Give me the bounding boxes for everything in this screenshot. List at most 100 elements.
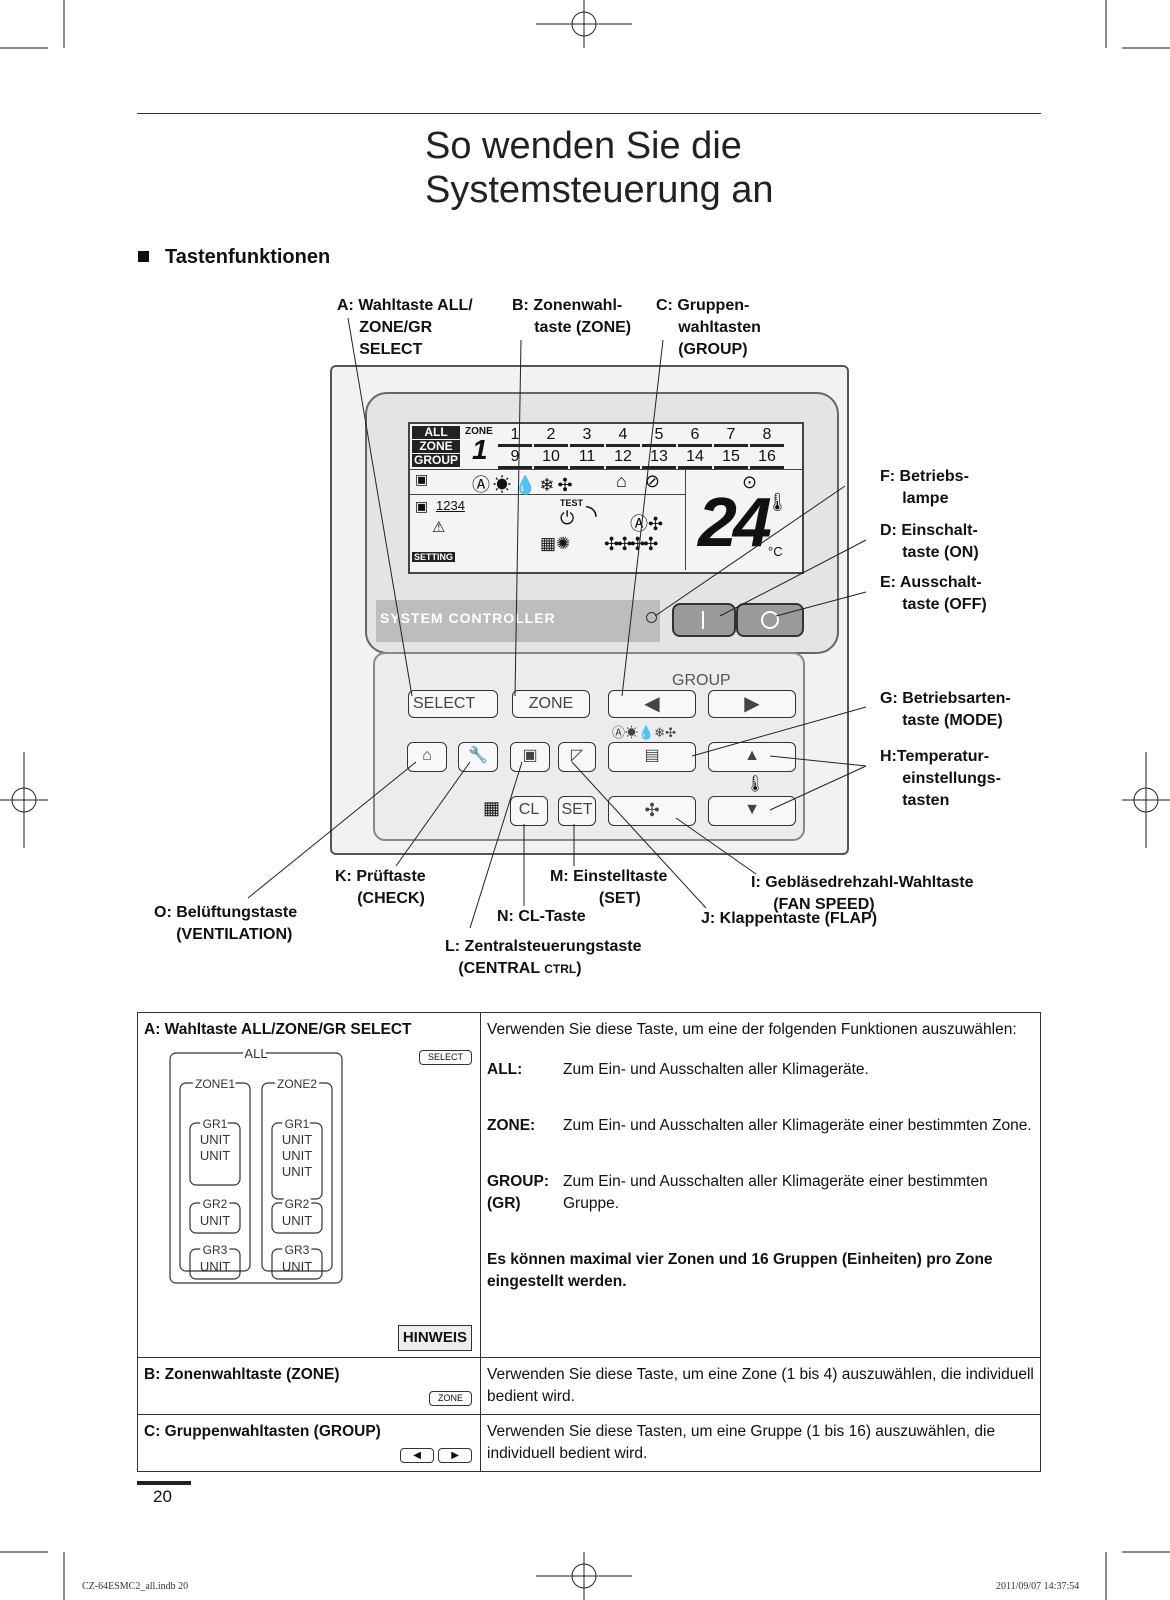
item-value: Zum Ein- und Ausschalten aller Klimagerä…: [563, 1117, 1032, 1134]
lcd-thermometer-icon: 🌡: [766, 492, 789, 512]
brand-label: SYSTEM CONTROLLER: [380, 610, 556, 626]
diagram-unit: UNIT: [200, 1213, 230, 1228]
lcd-group-number: 11: [570, 448, 604, 469]
bullet-square-icon: [138, 251, 149, 262]
temp-down-button[interactable]: ▼: [708, 796, 796, 826]
footer-timestamp: 2011/09/07 14:37:54: [996, 1581, 1080, 1592]
page-number: 20: [153, 1487, 172, 1506]
fan-speed-button[interactable]: ✣: [608, 796, 696, 826]
row-a-title: A: Wahltaste ALL/ZONE/GR SELECT: [144, 1021, 412, 1038]
page-title: So wenden Sie die Systemsteuerung an: [425, 124, 774, 212]
zone-group-diagram: ALL ZONE1 ZONE2 GR1 UNIT UNIT GR2 UNIT G…: [169, 1043, 343, 1284]
lcd-group-number: 14: [678, 448, 712, 469]
lcd-warning-icon: ⚠: [432, 519, 446, 536]
row-a-desc-cell: Verwenden Sie diese Taste, um eine der f…: [480, 1012, 1041, 1358]
off-button[interactable]: [736, 603, 804, 637]
lcd-filter-icon: ▦✺: [540, 534, 571, 553]
lcd-group: GROUP: [412, 453, 460, 467]
callout-a: A: Wahltaste ALL/ ZONE/GR SELECT: [337, 297, 473, 358]
group-right-button[interactable]: ▶: [708, 690, 796, 718]
row-a-item-group: GROUP: (GR)Zum Ein- und Ausschalten alle…: [487, 1171, 1034, 1215]
lcd-setting: SETTING: [412, 552, 456, 562]
callout-l-line2a: (CENTRAL: [458, 960, 545, 977]
brand-bar: [376, 600, 660, 642]
thermometer-icon: 🌡: [745, 776, 766, 793]
lcd-group-number: 13: [642, 448, 676, 469]
lcd-group-number: 9: [498, 448, 532, 469]
row-b-label-cell: B: Zonenwahltaste (ZONE) ZONE: [137, 1357, 481, 1415]
row-b-title: B: Zonenwahltaste (ZONE): [144, 1366, 340, 1383]
lcd-group-number: 3: [570, 426, 604, 447]
diagram-unit: UNIT: [282, 1164, 312, 1179]
on-button[interactable]: [672, 603, 736, 637]
lcd-fan-auto-icon: Ⓐ✣: [630, 514, 664, 534]
set-button[interactable]: SET: [558, 796, 596, 826]
page-number-bar: [137, 1481, 191, 1485]
row-a-intro: Verwenden Sie diese Taste, um eine der f…: [487, 1021, 1017, 1038]
table-row: C: Gruppenwahltasten (GROUP) ◀ ▶ Verwend…: [137, 1414, 1041, 1472]
lcd-group-number: 5: [642, 426, 676, 447]
callout-b: B: Zonenwahl- taste (ZONE): [512, 297, 632, 336]
row-b-desc: Verwenden Sie diese Taste, um eine Zone …: [480, 1357, 1041, 1415]
row-a-item-all: ALL: Zum Ein- und Ausschalten aller Klima…: [487, 1059, 1034, 1081]
lcd-group-number: 15: [714, 448, 748, 469]
lcd-flap-icon: ◝: [586, 499, 597, 530]
item-key: ZONE:: [487, 1117, 536, 1134]
row-a-label-cell: A: Wahltaste ALL/ZONE/GR SELECT SELECT A…: [137, 1012, 481, 1358]
lcd-central-icon: ▣: [415, 498, 429, 514]
row-c-desc: Verwenden Sie diese Tasten, um eine Grup…: [480, 1414, 1041, 1472]
lcd-group-number: 4: [606, 426, 640, 447]
group-left-button[interactable]: ◀: [608, 690, 696, 718]
diagram-unit: UNIT: [200, 1148, 230, 1163]
table-row: A: Wahltaste ALL/ZONE/GR SELECT SELECT A…: [137, 1012, 1041, 1358]
cl-button[interactable]: CL: [510, 796, 548, 826]
item-value: Zum Ein- und Ausschalten aller Klimagerä…: [563, 1061, 869, 1078]
lcd-all: ALL: [412, 426, 460, 439]
page-title-line2: Systemsteuerung an: [425, 169, 774, 211]
callout-l-line2b: CTRL: [544, 962, 577, 976]
select-button[interactable]: SELECT: [408, 690, 498, 718]
zone-button[interactable]: ZONE: [512, 690, 590, 718]
diagram-unit: UNIT: [200, 1132, 230, 1147]
diagram-unit: UNIT: [200, 1259, 230, 1274]
callout-d: D: Einschalt- taste (ON): [880, 522, 979, 561]
filter-icon: ▦: [483, 798, 501, 818]
lcd-code: 1234: [436, 498, 465, 513]
lcd-group-number: 6: [678, 426, 712, 447]
mode-button[interactable]: ▤: [608, 742, 696, 772]
lcd-temperature: 24: [698, 483, 772, 561]
lcd-fan-speed-icon: ✣✣✣✣: [604, 534, 658, 554]
row-c-title: C: Gruppenwahltasten (GROUP): [144, 1423, 381, 1440]
callout-k: K: Prüftaste (CHECK): [335, 868, 426, 907]
footer-file: CZ-64ESMC2_all.indb 20: [82, 1581, 189, 1592]
ventilation-button[interactable]: ⌂: [407, 742, 447, 772]
lcd-group-number: 2: [534, 426, 568, 447]
row-c-right-icon: ▶: [438, 1448, 472, 1463]
table-row: B: Zonenwahltaste (ZONE) ZONE Verwenden …: [137, 1357, 1041, 1415]
callout-l-line2c: ): [576, 960, 582, 977]
row-a-item-zone: ZONE: Zum Ein- und Ausschalten aller Klim…: [487, 1115, 1034, 1137]
check-button[interactable]: 🔧: [458, 742, 498, 772]
central-ctrl-button[interactable]: ▣: [510, 742, 550, 772]
lcd-unit: °C: [768, 544, 783, 559]
row-c-left-icon: ◀: [400, 1448, 434, 1463]
lcd-zone: ZONE: [412, 440, 460, 453]
diagram-unit: UNIT: [282, 1259, 312, 1274]
item-key: ALL:: [487, 1061, 523, 1078]
section-heading-text: Tastenfunktionen: [165, 246, 331, 268]
callout-h: H:Temperatur- einstellungs- tasten: [880, 748, 1001, 809]
diagram-gr3-z1: GR3: [203, 1243, 228, 1257]
lcd-test: TEST: [560, 498, 584, 508]
page-title-line1: So wenden Sie die: [425, 125, 742, 167]
callout-l: L: Zentralsteuerungstaste (CENTRAL CTRL): [445, 936, 641, 980]
callout-e: E: Ausschalt- taste (OFF): [880, 574, 987, 613]
hinweis-label: HINWEIS: [397, 1325, 472, 1351]
row-a-note: Es können maximal vier Zonen und 16 Grup…: [487, 1251, 993, 1290]
diagram-unit: UNIT: [282, 1213, 312, 1228]
callout-j: J: Klappentaste (FLAP): [701, 910, 878, 927]
callout-m: M: Einstelltaste (SET): [550, 868, 668, 907]
diagram-unit: UNIT: [282, 1148, 312, 1163]
lcd-power-icon: ⏻: [560, 508, 575, 528]
